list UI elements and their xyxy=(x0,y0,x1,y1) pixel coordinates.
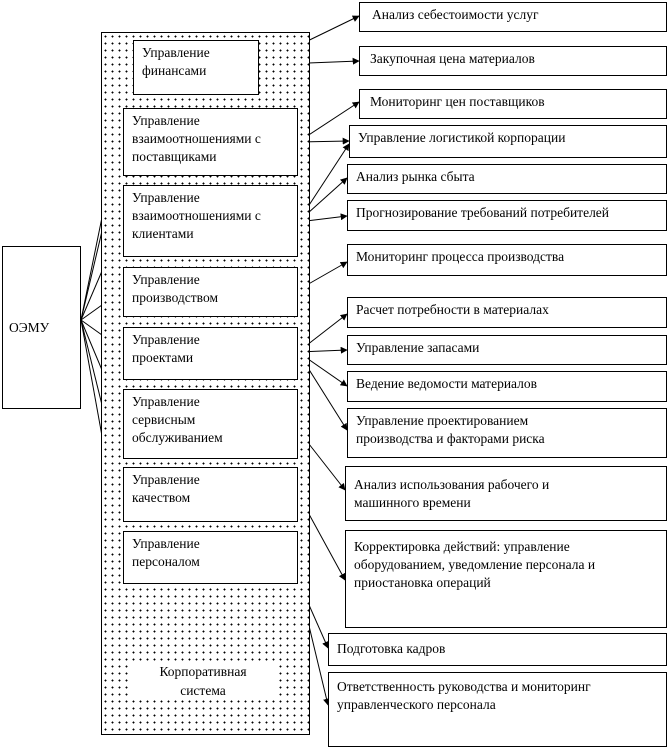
management-box-quality: Управление качеством xyxy=(123,467,298,522)
function-box-corrective-actions: Корректировка действий: управление обору… xyxy=(345,530,667,628)
function-box-cost-analysis: Анализ себестоимости услуг xyxy=(359,2,667,32)
management-box-suppliers: Управление взаимоотношениями с поставщик… xyxy=(123,108,298,176)
function-box-inventory: Управление запасами xyxy=(347,335,667,365)
function-box-supplier-prices: Мониторинг цен поставщиков xyxy=(359,89,667,119)
root-node-oemu: ОЭМУ xyxy=(2,246,81,409)
function-box-material-needs: Расчет потребности в материалах xyxy=(347,297,667,328)
root-node-label: ОЭМУ xyxy=(9,319,50,335)
function-box-purchase-price: Закупочная цена материалов xyxy=(359,46,667,76)
management-box-personnel: Управление персоналом xyxy=(123,531,298,584)
function-box-training: Подготовка кадров xyxy=(328,633,667,666)
management-box-production: Управление производством xyxy=(123,267,298,317)
function-box-time-analysis: Анализ использования рабочего и машинног… xyxy=(345,466,667,521)
function-box-production-monitoring: Мониторинг процесса производства xyxy=(347,244,667,276)
function-box-bill-of-materials: Ведение ведомости материалов xyxy=(347,371,667,402)
management-box-clients: Управление взаимоотношениями с клиентами xyxy=(123,185,298,257)
function-box-management-responsibility: Ответственность руководства и мониторинг… xyxy=(328,672,667,747)
corporate-system-label: Корпоративная система xyxy=(128,662,278,700)
management-box-finance: Управление финансами xyxy=(133,40,259,95)
management-box-service: Управление сервисным обслуживанием xyxy=(123,389,298,459)
management-box-projects: Управление проектами xyxy=(123,327,298,380)
function-box-logistics: Управление логистикой корпорации xyxy=(349,125,667,158)
function-box-production-design: Управление проектированием производства … xyxy=(347,408,667,458)
function-box-demand-forecast: Прогнозирование требований потребителей xyxy=(347,200,667,231)
function-box-market-analysis: Анализ рынка сбыта xyxy=(347,164,667,194)
